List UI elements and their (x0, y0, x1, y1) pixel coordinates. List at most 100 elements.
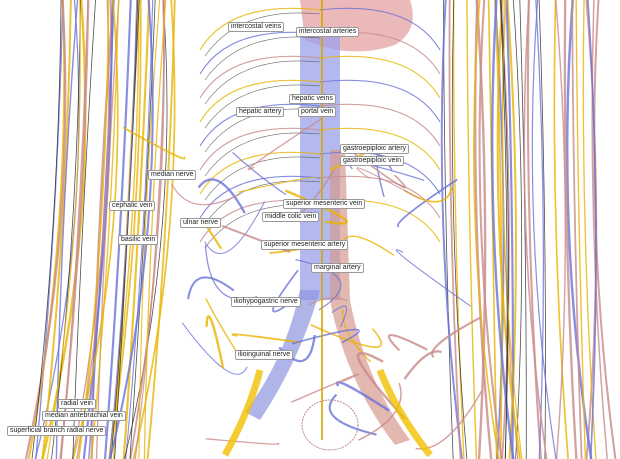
abdominal-vessel (204, 244, 258, 300)
label-median-antebrachial-vein[interactable]: median antebrachial vein (42, 411, 126, 421)
rib-vessel (319, 79, 441, 123)
femoral-nerve (376, 368, 433, 458)
label-intercostal-veins[interactable]: intercostal veins (228, 22, 285, 32)
label-superior-mesenteric-vein[interactable]: superior mesenteric vein (283, 199, 366, 209)
label-ilioinguinal-nerve[interactable]: ilioinguinal nerve (235, 350, 294, 360)
label-middle-colic-vein[interactable]: middle colic vein (262, 212, 320, 222)
arm-vessel (143, 0, 167, 459)
arm-vessel (496, 0, 521, 459)
arm-vessel (491, 0, 515, 459)
abdominal-vessel (356, 352, 406, 420)
arm-vessel (523, 0, 548, 459)
arm-vessel (146, 0, 176, 459)
arm-vessel (448, 0, 462, 459)
abdominal-vessel (290, 373, 360, 403)
arm-vessel (571, 0, 583, 459)
arm-vessel (109, 0, 154, 459)
arm-vessel (35, 0, 64, 459)
arm-vessel (531, 0, 557, 459)
arm-vessel (538, 0, 546, 459)
rib-vessel (199, 175, 321, 219)
arm-vessel (563, 0, 578, 459)
abdominal-vessel (358, 382, 402, 441)
abdominal-vessel (295, 258, 342, 311)
label-superior-mesenteric-artery[interactable]: superior mesenteric artery (261, 240, 349, 250)
arm-vessel (59, 0, 90, 459)
abdominal-vessel (284, 189, 348, 225)
label-cephalic-vein[interactable]: cephalic vein (109, 201, 156, 211)
arm-vessel (466, 0, 478, 459)
abdominal-vessel (341, 235, 395, 256)
abdominal-vessel (171, 183, 241, 206)
abdominal-vessel (197, 178, 246, 214)
label-portal-vein[interactable]: portal vein (298, 107, 337, 117)
arm-vessel (535, 0, 545, 459)
rib-outline (204, 132, 321, 177)
arm-vessel (41, 0, 72, 459)
label-hepatic-veins[interactable]: hepatic veins (289, 94, 336, 104)
rib-vessel (199, 127, 321, 171)
bladder (301, 399, 359, 451)
aorta (330, 150, 410, 445)
rib-outline (204, 180, 321, 225)
label-marginal-artery[interactable]: marginal artery (311, 263, 364, 273)
label-median-nerve[interactable]: median nerve (148, 170, 197, 180)
rib-vessel (199, 55, 321, 99)
label-superficial-branch-radial-nerve[interactable]: superficial branch radial nerve (7, 426, 107, 436)
arm-vessel (587, 0, 597, 459)
femoral-nerve (221, 369, 264, 457)
arm-vessel (473, 0, 500, 459)
abdominal-vessel (395, 249, 472, 307)
organs (245, 0, 413, 451)
label-ulnar-nerve[interactable]: ulnar nerve (180, 218, 222, 228)
arm-vessel (452, 0, 465, 459)
label-basilic-vein[interactable]: basilic vein (118, 235, 159, 245)
arm-vessel (78, 0, 110, 459)
arm-vessel (55, 0, 79, 459)
abdominal-vessel (205, 438, 280, 445)
label-gastroepiploic-artery[interactable]: gastroepiploic artery (340, 144, 410, 154)
rib-outline (204, 12, 321, 57)
label-iliohypogastric-nerve[interactable]: iliohypogastric nerve (231, 297, 301, 307)
arm-vessel (132, 0, 176, 459)
abdominal-vessel (431, 316, 481, 359)
arm-vessel (31, 0, 62, 459)
abdominal-vessel (331, 305, 348, 328)
arm-vessel (500, 0, 508, 459)
rib-vessel (319, 7, 441, 51)
abdominal-vessel (397, 178, 458, 228)
arm-vessel (138, 0, 161, 459)
arm-vessel (71, 0, 110, 459)
rib-vessel (199, 79, 321, 123)
arm-vessel (72, 0, 96, 459)
arm-vessel (494, 0, 503, 459)
arm-vessel (519, 0, 527, 459)
abdominal-vessel (342, 308, 372, 363)
arm-vessel (553, 0, 569, 459)
arm-vessel (593, 0, 617, 459)
arm-vessel (125, 0, 154, 459)
label-gastroepiploic-vein[interactable]: gastroepiploic vein (340, 156, 404, 166)
arm-vessel (124, 0, 168, 459)
abdominal-vessel (122, 126, 186, 160)
abdominal-vessel (232, 151, 287, 196)
abdominal-vessel (205, 298, 238, 353)
abdominal-vessel (231, 333, 302, 344)
rib-vessel (199, 151, 321, 195)
label-radial-vein[interactable]: radial vein (58, 399, 96, 409)
arm-vessel (555, 0, 567, 459)
arm-vessel (46, 0, 81, 459)
abdominal-vessel (335, 381, 390, 412)
arm-vessel (114, 0, 140, 459)
label-intercostal-arteries[interactable]: intercostal arteries (296, 27, 360, 37)
arm-vessel (90, 0, 120, 459)
rib-vessel (199, 7, 321, 51)
rib-outline (204, 60, 321, 105)
rib-vessel (319, 55, 441, 99)
rib-outline (204, 84, 321, 129)
arm-vessel (478, 0, 503, 459)
abdominal-vessel (187, 276, 235, 300)
label-hepatic-artery[interactable]: hepatic artery (236, 107, 285, 117)
